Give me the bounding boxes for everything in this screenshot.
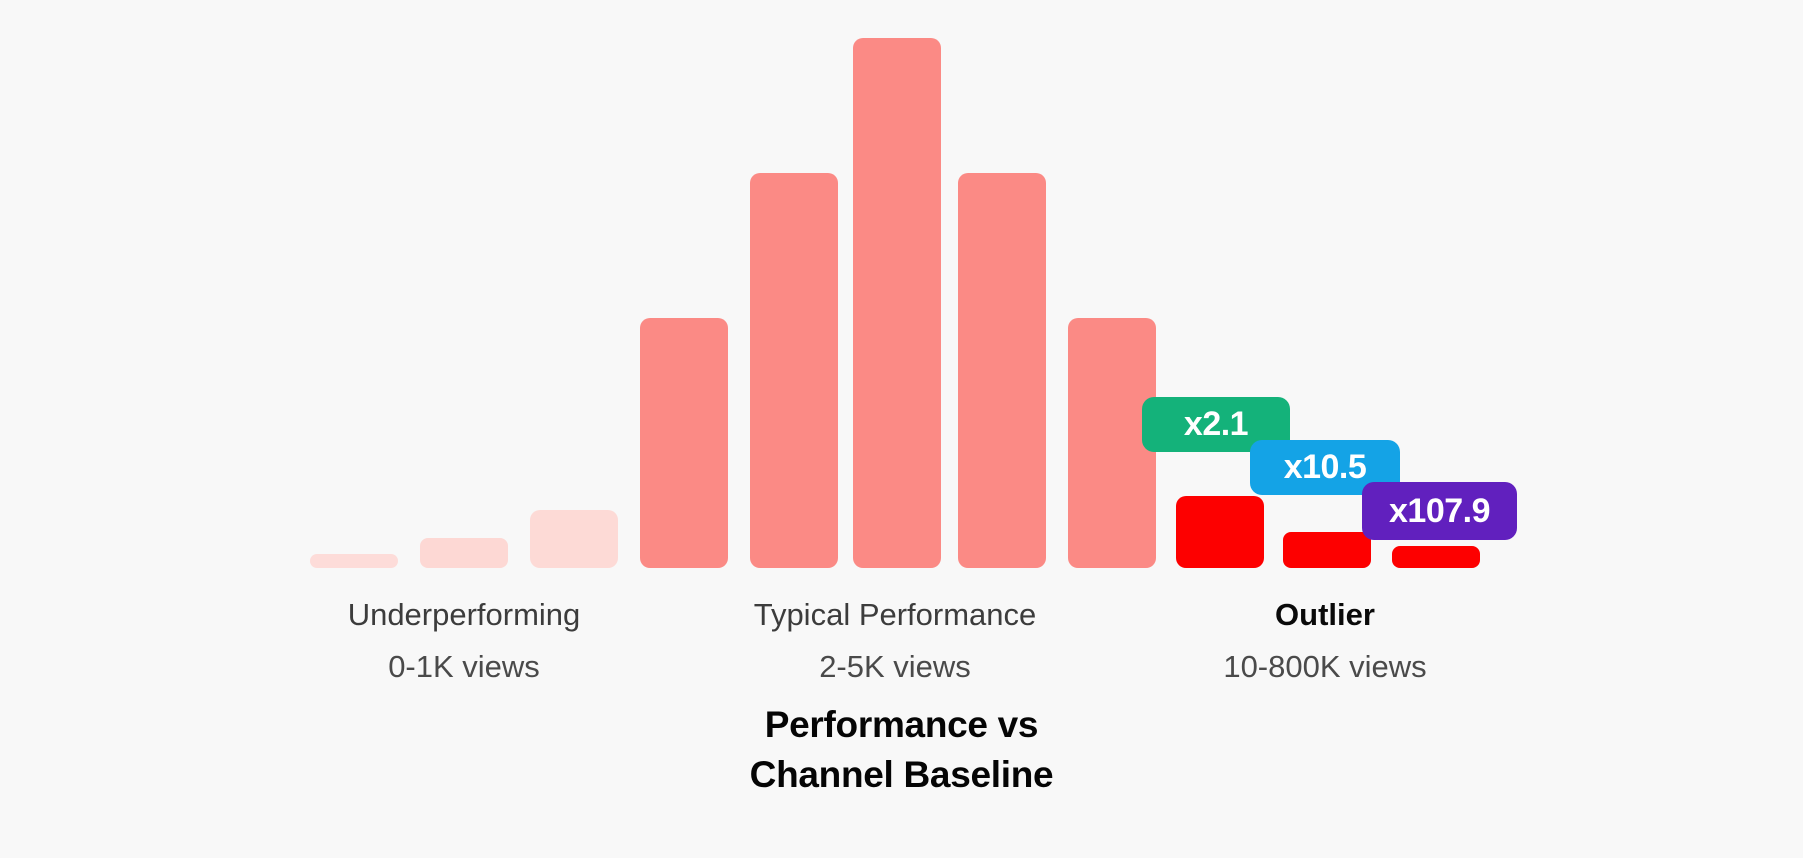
multiplier-badge-x10-label: x10.5	[1283, 448, 1367, 486]
dist-bar-8	[1068, 318, 1156, 568]
dist-bar-6	[853, 38, 941, 568]
zone-label-underperforming: Underperforming 0-1K views	[214, 595, 714, 686]
outlier-bar-2	[1283, 532, 1371, 568]
dist-bar-3	[530, 510, 618, 568]
zone-range-outlier: 10-800K views	[1223, 648, 1427, 684]
dist-bar-7	[958, 173, 1046, 568]
chart-title: Performance vs Channel Baseline	[0, 700, 1803, 799]
zone-label-typical-performance: Typical Performance 2-5K views	[645, 595, 1145, 686]
multiplier-badge-x2-label: x2.1	[1183, 405, 1249, 443]
multiplier-badge-x107: x107.9	[1362, 482, 1517, 540]
zone-name-typical-performance: Typical Performance	[753, 597, 1037, 632]
dist-bar-1	[310, 554, 398, 568]
chart-title-line-1: Performance vs	[764, 704, 1039, 745]
outlier-bar-1	[1176, 496, 1264, 568]
outlier-bar-3	[1392, 546, 1480, 568]
chart-title-line-2: Channel Baseline	[749, 753, 1054, 795]
multiplier-badge-x107-label: x107.9	[1389, 491, 1491, 530]
dist-bar-4	[640, 318, 728, 568]
dist-bar-5	[750, 173, 838, 568]
dist-bar-2	[420, 538, 508, 568]
zone-range-typical-performance: 2-5K views	[819, 648, 971, 684]
zone-label-outlier: Outlier 10-800K views	[1075, 595, 1575, 686]
zone-name-outlier: Outlier	[1275, 597, 1375, 632]
zone-name-underperforming: Underperforming	[347, 597, 581, 632]
zone-range-underperforming: 0-1K views	[388, 648, 540, 684]
